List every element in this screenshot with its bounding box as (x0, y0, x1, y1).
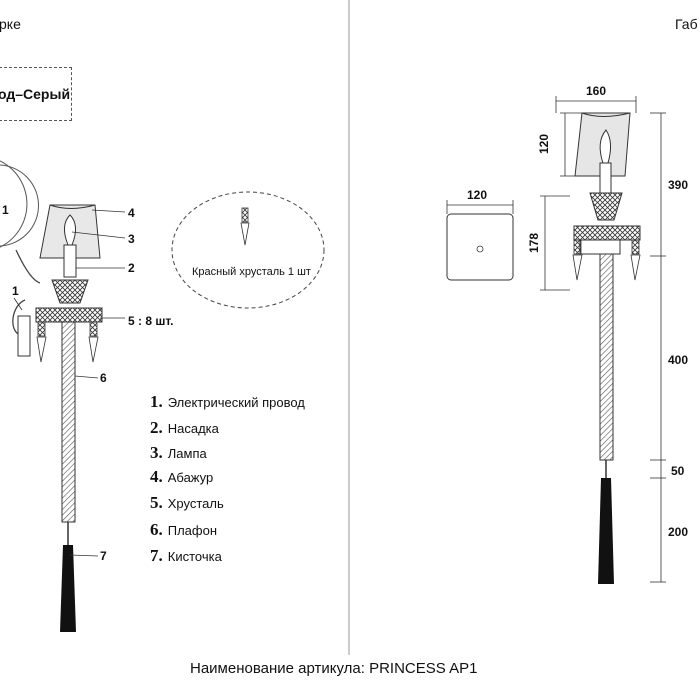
part-label: Плафон (167, 523, 218, 538)
part-label: Лампа (167, 446, 207, 461)
dim-50: 50 (671, 464, 685, 478)
tassel (60, 545, 76, 632)
hanging-crystals (36, 321, 99, 363)
crystal-ring (35, 307, 103, 323)
dim-390: 390 (668, 178, 689, 192)
part-item: 1. Электрический провод (150, 392, 305, 412)
lamp-candle (64, 214, 76, 246)
dim-crystal-ring (573, 225, 641, 241)
dim-plate-height: 178 (527, 232, 542, 254)
dim-candle (599, 129, 612, 164)
callout-1-circle: 1 (2, 203, 9, 217)
part-label: Электрический провод (167, 395, 305, 410)
color-label: од–Серый (0, 86, 71, 102)
callout-3: 3 (128, 232, 135, 246)
right-section-title: Габ (675, 16, 698, 32)
part-number: 2. (150, 418, 163, 437)
nozzle (51, 279, 89, 304)
dim-200: 200 (668, 525, 689, 539)
callout-1: 1 (12, 284, 19, 298)
crystal-note: Красный хрусталь 1 шт (192, 266, 311, 278)
callout-5: 5 : 8 шт. (128, 314, 174, 328)
part-item: 6. Плафон (150, 520, 217, 540)
dimension-lines (446, 96, 666, 583)
dim-hanging-crystals (572, 239, 641, 281)
part-number: 6. (150, 520, 163, 539)
callout-6: 6 (100, 371, 107, 385)
part-number: 4. (150, 467, 163, 486)
plafond-rod (61, 321, 76, 523)
callout-7: 7 (100, 549, 107, 563)
candle-sleeve (63, 244, 77, 278)
part-item: 4. Абажур (150, 467, 213, 487)
article-name: Наименование артикула: PRINCESS AP1 (190, 660, 478, 677)
left-section-title: рке (0, 16, 21, 32)
electric-wire (12, 249, 41, 336)
part-label: Хрусталь (167, 496, 224, 511)
callout-2: 2 (128, 261, 135, 275)
dim-plafond-rod (599, 253, 614, 461)
part-item: 3. Лампа (150, 443, 207, 463)
part-number: 7. (150, 546, 163, 565)
dim-400: 400 (668, 353, 689, 367)
wire-loop (0, 164, 39, 247)
callout-4: 4 (128, 206, 135, 220)
dim-nozzle (589, 192, 623, 221)
part-number: 1. (150, 392, 163, 411)
part-item: 2. Насадка (150, 418, 219, 438)
dim-tassel (598, 478, 614, 584)
color-label-box (0, 67, 72, 121)
red-crystal-icon (240, 207, 250, 246)
dim-plate-width: 120 (467, 188, 488, 202)
dim-shade-width: 160 (586, 84, 607, 98)
crystal-circle (171, 191, 325, 309)
part-label: Насадка (167, 421, 219, 436)
leader-lines (13, 209, 126, 557)
wall-plate (17, 315, 31, 357)
part-number: 3. (150, 443, 163, 462)
part-number: 5. (150, 493, 163, 512)
dim-shade-height: 120 (537, 133, 552, 155)
part-label: Абажур (167, 470, 214, 485)
part-label: Кисточка (167, 549, 222, 564)
part-item: 7. Кисточка (150, 546, 222, 566)
part-item: 5. Хрусталь (150, 493, 224, 513)
